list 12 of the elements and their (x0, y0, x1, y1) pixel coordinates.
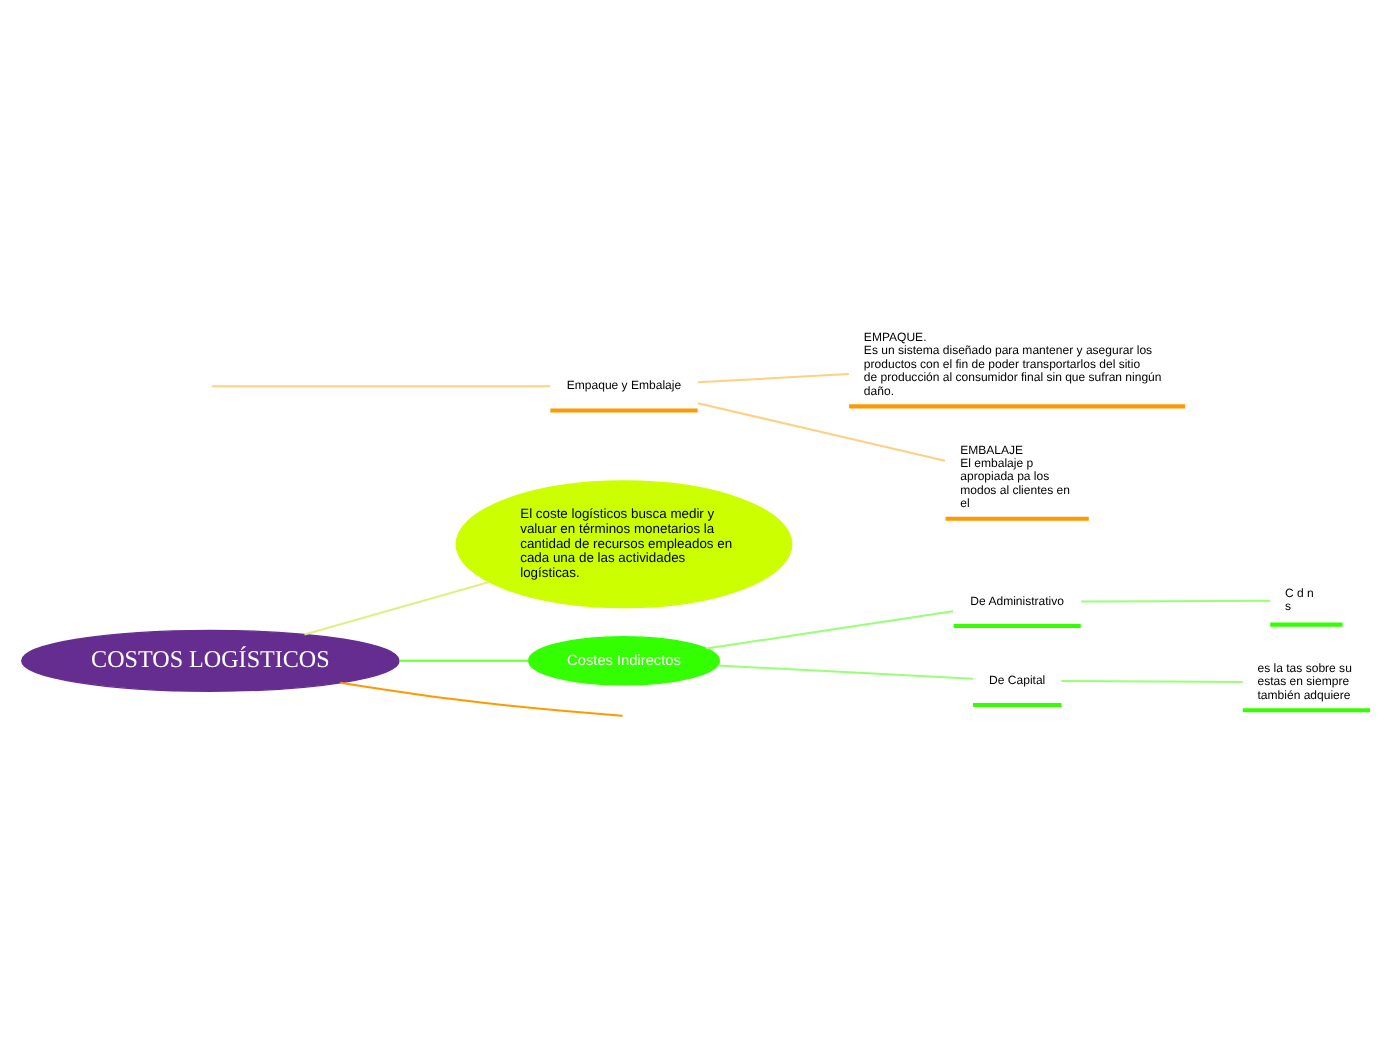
connector (340, 681, 623, 717)
connector (399, 659, 529, 662)
node-ellipse: Costes Indirectos (527, 636, 720, 686)
connector (211, 385, 551, 388)
connector (717, 664, 974, 680)
connector (304, 581, 490, 636)
connector (1081, 599, 1271, 603)
connector (1061, 680, 1243, 683)
connector (697, 402, 946, 462)
connector (697, 373, 849, 384)
connector (706, 610, 954, 650)
node-ellipse: COSTOS LOGÍSTICOS (21, 629, 400, 692)
